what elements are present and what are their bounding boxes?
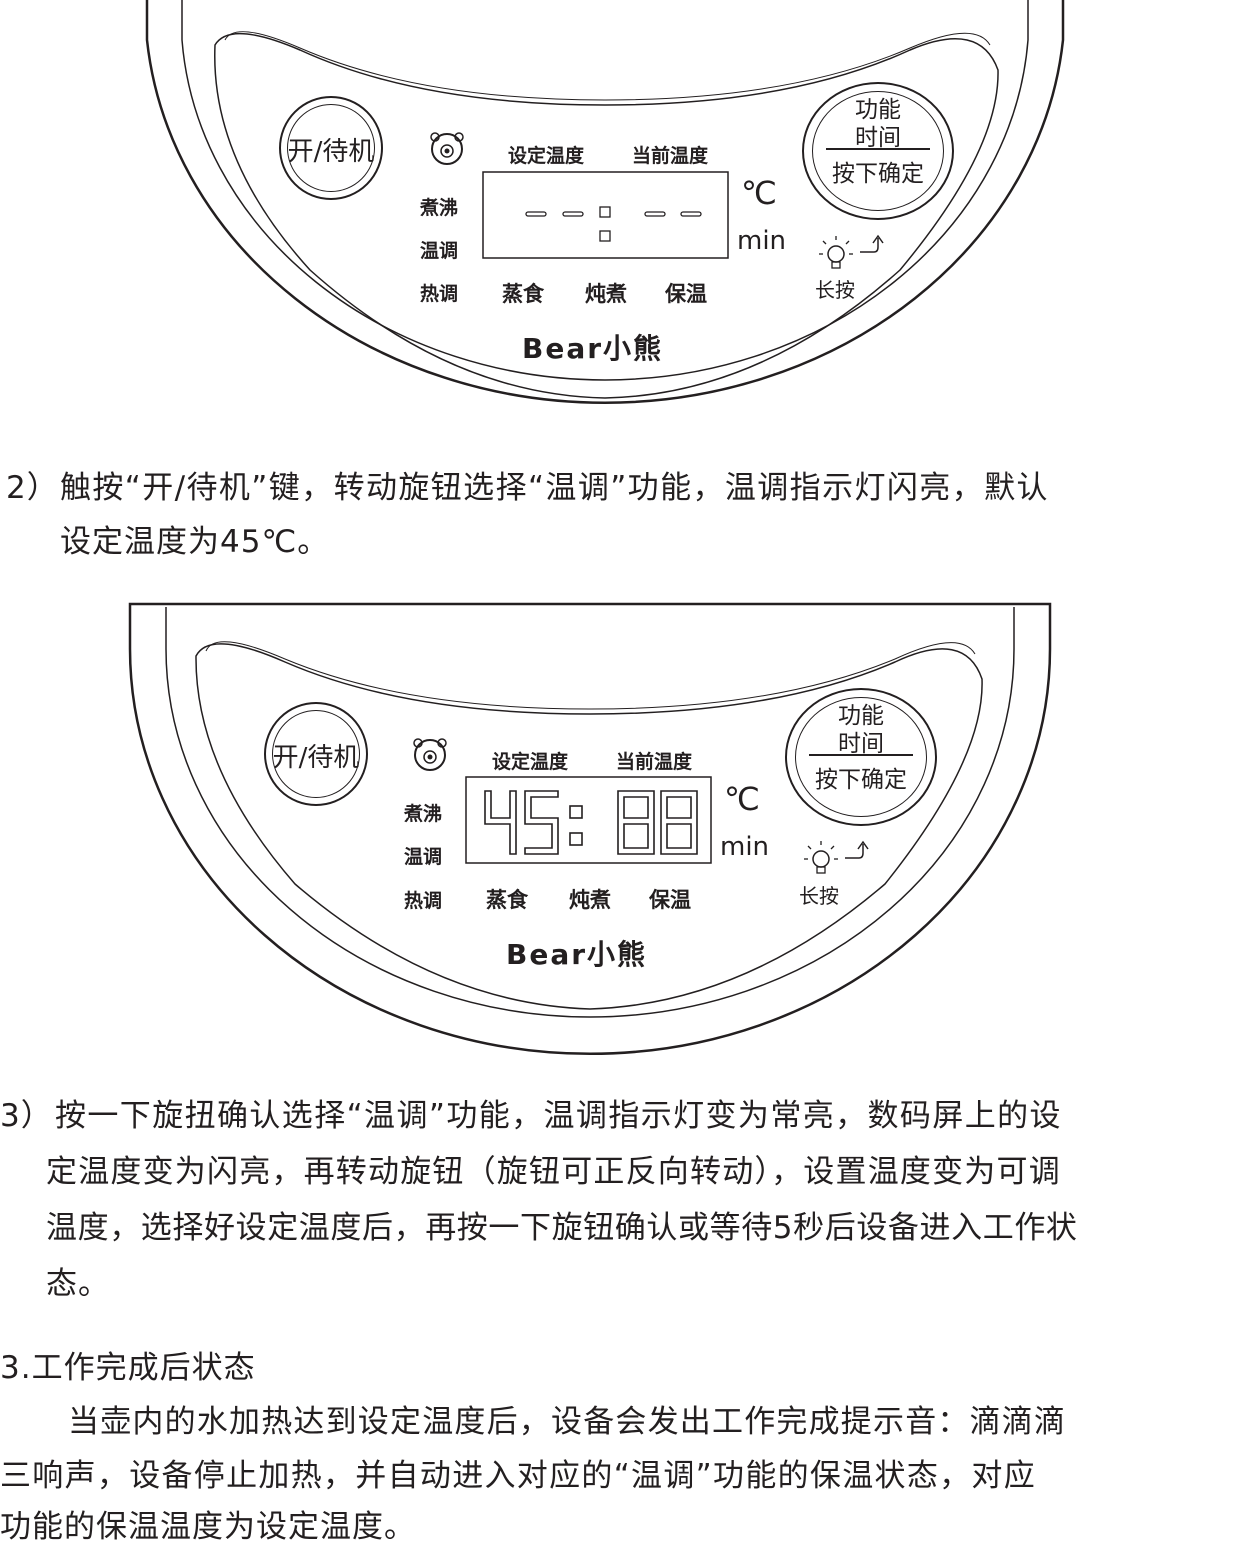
current-temp-label: 当前温度 — [632, 145, 709, 167]
step-3-paragraph: 3） 按一下旋扭确认选择“温调”功能，温调指示灯变为常亮，数码屏上的设 定温度变… — [0, 1088, 1239, 1318]
function-time-knob[interactable]: 功能 时间 按下确定 — [802, 82, 954, 220]
knob-label-confirm: 按下确定 — [815, 767, 907, 793]
minute-unit: min — [737, 226, 787, 256]
light-bulb-icon — [819, 236, 853, 269]
mode-heat-adjust: 热调 — [404, 890, 443, 912]
section-3: 3.工作完成后状态 当壶内的水加热达到设定温度后，设备会发出工作完成提示音：滴滴… — [0, 1340, 1239, 1551]
brand-logo: Bear小熊 — [506, 938, 648, 971]
power-button-label: 开/待机 — [287, 137, 375, 167]
mode-boil: 煮沸 — [404, 803, 443, 825]
step-3-line-1: 按一下旋扭确认选择“温调”功能，温调指示灯变为常亮，数码屏上的设 — [55, 1098, 1062, 1134]
mode-stew: 炖煮 — [585, 282, 627, 306]
mode-heat-adjust: 热调 — [420, 283, 459, 305]
celsius-unit: ℃ — [741, 174, 777, 212]
arrow-icon — [860, 234, 884, 253]
mode-temp-adjust: 温调 — [404, 846, 443, 868]
mode-steam: 蒸食 — [502, 282, 544, 306]
brand-logo: Bear小熊 — [522, 332, 664, 365]
mode-temp-adjust: 温调 — [420, 240, 459, 262]
minute-unit: min — [720, 832, 770, 862]
section-3-line-2: 三响声，设备停止加热，并自动进入对应的“温调”功能的保温状态，对应 — [0, 1458, 1037, 1494]
mode-keep-warm: 保温 — [649, 888, 691, 912]
control-panel-diagram-1: 开/待机 设定温度 当前温度 ℃ min 煮沸 温调 热调 蒸食 炖煮 保温 功… — [0, 0, 1239, 460]
function-time-knob[interactable]: 功能 时间 按下确定 — [785, 688, 937, 826]
knob-label-confirm: 按下确定 — [832, 161, 924, 187]
power-button-label: 开/待机 — [272, 743, 360, 773]
section-3-line-1: 当壶内的水加热达到设定温度后，设备会发出工作完成提示音：滴滴滴 — [68, 1404, 1067, 1440]
long-press-label: 长按 — [799, 884, 839, 908]
step-3-line-3: 温度，选择好设定温度后，再按一下旋钮确认或等待5秒后设备进入工作状 — [46, 1210, 1078, 1246]
knob-label-function: 功能 — [838, 703, 884, 729]
step-2-line-2: 设定温度为45℃。 — [60, 524, 330, 560]
knob-label-time: 时间 — [838, 731, 884, 757]
knob-label-function: 功能 — [855, 97, 901, 123]
knob-label-time: 时间 — [855, 125, 901, 151]
display-current-temperature: 88 — [618, 794, 698, 854]
current-temp-label: 当前温度 — [616, 751, 693, 773]
step-3-line-2: 定温度变为闪亮，再转动旋钮（旋钮可正反向转动），设置温度变为可调 — [46, 1154, 1061, 1190]
power-standby-button[interactable]: 开/待机 — [264, 702, 368, 806]
step-2-line-1: 触按“开/待机”键，转动旋钮选择“温调”功能，温调指示灯闪亮，默认 — [60, 470, 1049, 506]
bear-icon — [430, 132, 464, 165]
section-3-line-3: 功能的保温温度为设定温度。 — [0, 1509, 416, 1545]
control-panel-diagram-2: 45 88 开/待机 设定温度 当前温度 ℃ min 煮沸 温调 热调 蒸食 炖… — [0, 602, 1239, 1064]
arrow-icon — [845, 840, 869, 859]
celsius-unit: ℃ — [724, 780, 760, 818]
step-3-number: 3） — [0, 1098, 53, 1134]
mode-keep-warm: 保温 — [665, 282, 707, 306]
display-set-temperature: 45 — [485, 794, 560, 854]
step-2-paragraph: 2） 触按“开/待机”键，转动旋钮选择“温调”功能，温调指示灯闪亮，默认 设定温… — [0, 460, 1239, 570]
panel-outline — [128, 602, 1052, 1056]
light-bulb-icon — [804, 841, 838, 874]
mode-boil: 煮沸 — [420, 197, 459, 219]
section-3-heading: 3.工作完成后状态 — [0, 1350, 256, 1386]
step-2-number: 2） — [6, 470, 59, 506]
set-temp-label: 设定温度 — [492, 751, 569, 773]
panel-outline — [145, 0, 1065, 404]
step-3-line-4: 态。 — [46, 1266, 110, 1302]
bear-icon — [413, 738, 447, 771]
long-press-label: 长按 — [815, 278, 855, 302]
mode-stew: 炖煮 — [569, 888, 611, 912]
mode-steam: 蒸食 — [486, 888, 528, 912]
power-standby-button[interactable]: 开/待机 — [279, 96, 383, 200]
set-temp-label: 设定温度 — [508, 145, 585, 167]
